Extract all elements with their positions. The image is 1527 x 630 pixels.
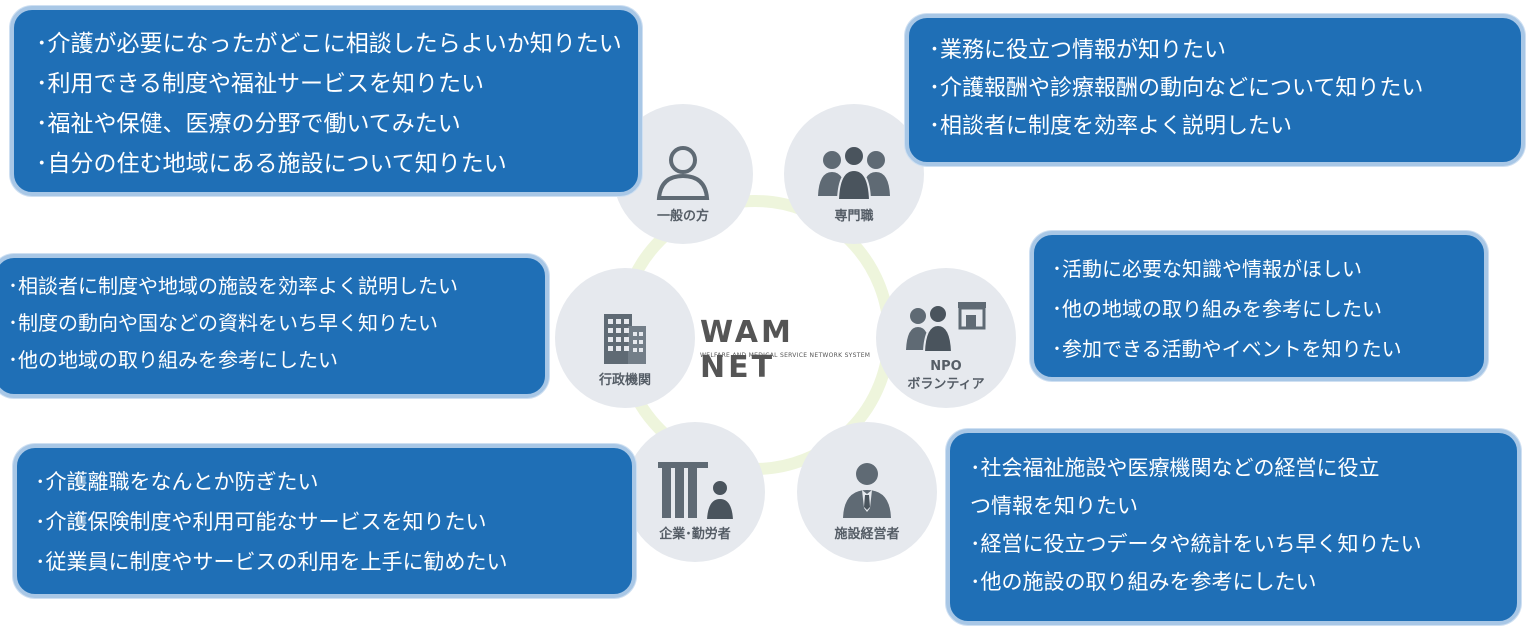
bubble-item: ･自分の住む地域にある施設について知りたい xyxy=(36,151,507,177)
bubble-item: ･介護離職をなんとか防ぎたい xyxy=(35,470,319,494)
bubble-professional: ･業務に役立つ情報が知りたい ･介護報酬や診療報酬の動向などについて知りたい ･… xyxy=(905,14,1525,166)
bubble-item: ･他の地域の取り組みを参考にしたい xyxy=(1052,297,1382,321)
node-label: 行政機関 xyxy=(598,373,651,388)
node-label: 一般の方 xyxy=(656,209,709,224)
bubble-item: ･介護報酬や診療報酬の動向などについて知りたい xyxy=(929,76,1424,101)
logo-title: WAM NET xyxy=(700,315,794,385)
bubble-item: ･参加できる活動やイベントを知りたい xyxy=(1052,337,1402,361)
bubble-item: ･他の施設の取り組みを参考にしたい xyxy=(970,570,1317,594)
bubble-general: ･介護が必要になったがどこに相談したらよいか知りたい ･利用できる制度や福祉サー… xyxy=(10,6,642,196)
wamnet-logo: WAM NET WELFARE AND MEDICAL SERVICE NETW… xyxy=(700,315,871,385)
bubble-item: ･福祉や保健、医療の分野で働いてみたい xyxy=(36,111,461,137)
people-with-shop-icon xyxy=(906,302,986,352)
node-professional: 専門職 xyxy=(784,104,924,244)
node-label: 施設経営者 xyxy=(834,527,900,542)
bubble-npo: ･活動に必要な知識や情報がほしい ･他の地域の取り組みを参考にしたい ･参加でき… xyxy=(1030,231,1488,381)
building-with-person-icon xyxy=(658,462,736,520)
node-npo: NPO ボランティア xyxy=(876,268,1016,408)
bubble-item: ･社会福祉施設や医療機関などの経営に役立 xyxy=(970,456,1380,480)
bubble-corporate: ･介護離職をなんとか防ぎたい ･介護保険制度や利用可能なサービスを知りたい ･従… xyxy=(13,444,636,598)
bubble-item: ･介護保険制度や利用可能なサービスを知りたい xyxy=(35,510,487,534)
bubble-item: ･介護が必要になったがどこに相談したらよいか知りたい xyxy=(36,31,622,57)
bubble-item: ･相談者に制度を効率よく説明したい xyxy=(929,114,1293,139)
office-building-icon xyxy=(604,314,646,364)
bubble-item: つ情報を知りたい xyxy=(970,494,1138,518)
manager-in-suit-icon xyxy=(843,463,891,518)
node-corporate: 企業･勤労者 xyxy=(625,422,765,562)
node-label: 専門職 xyxy=(834,209,874,224)
group-of-people-icon xyxy=(818,145,890,201)
bubble-item: ･業務に役立つ情報が知りたい xyxy=(929,38,1227,63)
bubble-item: ･従業員に制度やサービスの利用を上手に勧めたい xyxy=(35,550,508,574)
node-label: 企業･勤労者 xyxy=(659,527,731,542)
node-label: NPO ボランティア xyxy=(907,359,985,392)
node-facility: 施設経営者 xyxy=(797,422,937,562)
bubble-item: ･制度の動向や国などの資料をいち早く知りたい xyxy=(8,311,438,335)
bubble-item: ･相談者に制度や地域の施設を効率よく説明したい xyxy=(8,274,458,298)
bubble-item: ･経営に役立つデータや統計をいち早く知りたい xyxy=(970,532,1422,556)
node-government: 行政機関 xyxy=(555,268,695,408)
bubble-item: ･利用できる制度や福祉サービスを知りたい xyxy=(36,71,485,97)
bubble-government: ･相談者に制度や地域の施設を効率よく説明したい ･制度の動向や国などの資料をいち… xyxy=(0,254,549,398)
person-outline-icon xyxy=(656,146,710,200)
bubble-item: ･活動に必要な知識や情報がほしい xyxy=(1052,257,1362,281)
bubble-item: ･他の地域の取り組みを参考にしたい xyxy=(8,348,338,372)
bubble-facility: ･社会福祉施設や医療機関などの経営に役立 つ情報を知りたい ･経営に役立つデータ… xyxy=(946,429,1521,625)
logo-tagline: WELFARE AND MEDICAL SERVICE NETWORK SYST… xyxy=(700,352,871,359)
